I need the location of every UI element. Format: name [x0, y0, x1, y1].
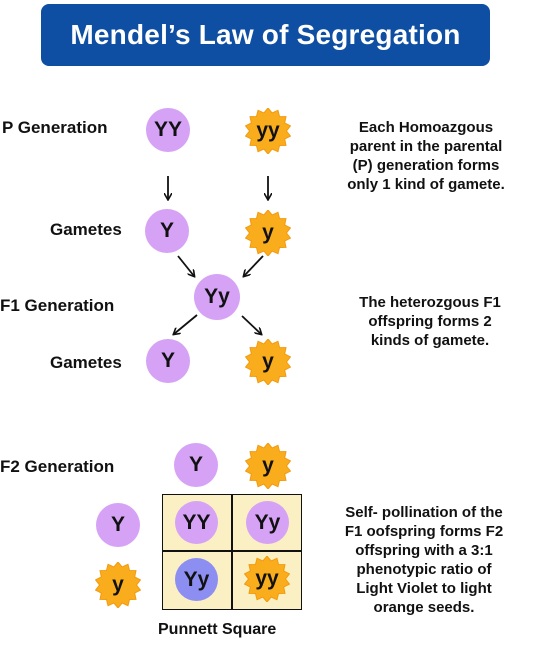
punnett-cell-bl: Yy: [183, 567, 210, 591]
arrow-icon: [244, 255, 264, 276]
description-f1-line: offspring forms 2: [368, 313, 492, 330]
description-f1-line: The heterozgous F1: [359, 294, 501, 311]
violet-circle-icon: Y: [146, 339, 190, 383]
grid-divider: [163, 550, 301, 552]
punnett-cell-tl: YY: [182, 510, 211, 534]
description-f1: The heterozgous F1 offspring forms 2 kin…: [320, 293, 534, 350]
label-gametes-2: Gametes: [50, 353, 122, 372]
sunburst-shape: [245, 108, 291, 154]
grid-divider: [231, 495, 233, 609]
sunburst-shape: [244, 556, 290, 602]
sunburst-shape: [245, 210, 291, 256]
genotype-p-right: yy: [256, 119, 280, 142]
violet-circle-icon: YY: [146, 108, 190, 152]
genotype-p-left: YY: [153, 118, 182, 141]
genotype-f1: Yy: [204, 285, 230, 308]
description-f2-line: orange seeds.: [373, 599, 475, 616]
genotype-f2-top-right: y: [262, 454, 274, 477]
genotype-f2-side-bottom: y: [112, 573, 124, 596]
genotype-gamete2-right: y: [262, 350, 274, 373]
description-p-line: parent in the parental: [349, 138, 503, 155]
sunburst-shape: [245, 443, 291, 489]
description-p: Each Homoazgous parent in the parental (…: [316, 118, 534, 194]
violet-circle-icon: Y: [96, 503, 140, 547]
description-f2-line: Light Violet to light: [356, 580, 492, 597]
violet-circle-icon: YY: [175, 501, 218, 544]
description-p-line: Each Homoazgous: [358, 119, 494, 136]
title-banner: Mendel’s Law of Segregation: [41, 4, 490, 66]
punnett-cell-br: yy: [255, 567, 279, 590]
sunburst-shape: [245, 339, 291, 385]
violet-circle-icon: Yy: [246, 501, 289, 544]
orange-sunburst-icon: yy: [244, 556, 290, 602]
orange-sunburst-icon: y: [245, 339, 291, 385]
violet-circle-icon: Y: [145, 209, 189, 253]
description-f2-line: offspring with a 3:1: [355, 542, 493, 559]
punnett-cell-tr: Yy: [254, 510, 281, 534]
description-p-line: (P) generation forms: [352, 157, 500, 174]
genotype-f2-top-left: Y: [188, 453, 203, 476]
label-punnett-square: Punnett Square: [158, 621, 277, 638]
description-f2: Self- pollination of the F1 oofspring fo…: [314, 503, 534, 617]
genotype-gamete1-right: y: [262, 221, 274, 244]
sunburst-shape: [95, 562, 141, 608]
arrow-icon: [174, 314, 198, 334]
arrow-icon: [241, 315, 261, 334]
description-f2-line: Self- pollination of the: [345, 504, 503, 521]
description-f2-line: phenotypic ratio of: [356, 561, 492, 578]
page-title: Mendel’s Law of Segregation: [70, 19, 461, 50]
orange-sunburst-icon: y: [245, 210, 291, 256]
violet-circle-icon: Y: [174, 443, 218, 487]
arrow-icon: [177, 255, 194, 276]
label-f2-generation: F2 Generation: [0, 457, 115, 476]
genotype-f2-side-top: Y: [110, 513, 125, 536]
orange-sunburst-icon: y: [95, 562, 141, 608]
genotype-gamete1-left: Y: [159, 219, 174, 242]
punnett-square: YY Yy Yy yy: [162, 494, 302, 610]
label-gametes-1: Gametes: [50, 220, 122, 239]
description-f2-line: F1 oofspring forms F2: [344, 523, 504, 540]
violet-circle-icon: Yy: [194, 274, 240, 320]
label-p-generation: P Generation: [2, 118, 108, 137]
orange-sunburst-icon: yy: [245, 108, 291, 154]
label-f1-generation: F1 Generation: [0, 296, 115, 315]
blue-violet-circle-icon: Yy: [175, 558, 218, 601]
description-f1-line: kinds of gamete.: [370, 332, 490, 349]
genotype-gamete2-left: Y: [160, 349, 175, 372]
orange-sunburst-icon: y: [245, 443, 291, 489]
description-p-line: only 1 kind of gamete.: [347, 176, 505, 193]
